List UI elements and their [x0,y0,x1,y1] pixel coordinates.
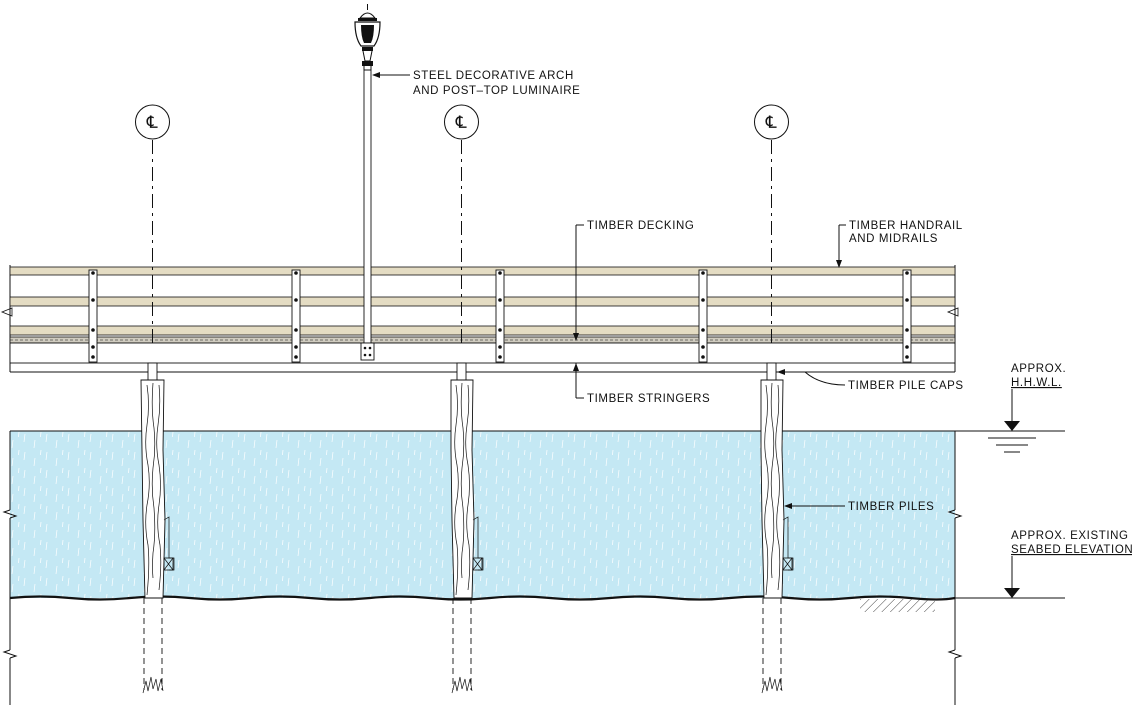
pile-cap [456,362,467,381]
centerline-symbol: ℄ [765,113,778,132]
callout-decking: TIMBER DECKING [573,220,694,341]
stringers [9,342,956,364]
seabed-label-line2: SEABED ELEVATION [1011,544,1132,556]
level-triangle-icon [1004,588,1020,598]
handrail-label-line1: TIMBER HANDRAIL [849,220,963,232]
seabed-line [9,595,956,601]
seabed-hatch [860,599,935,612]
centerline-bubble [135,104,170,140]
callout-handrail: TIMBER HANDRAIL AND MIDRAILS [836,220,963,268]
piles-label: TIMBER PILES [848,501,934,513]
deck-structure [9,266,956,373]
bent-2: ℄ [444,104,484,694]
callout-piles: TIMBER PILES [784,501,934,513]
midrail [9,296,956,307]
timber-pile [450,379,475,599]
callout-stringers: TIMBER STRINGERS [573,363,710,405]
rail-post [88,269,98,363]
bent-1: ℄ [135,104,175,694]
timber-pile [140,379,166,599]
seabed-marker: APPROX. EXISTING SEABED ELEVATION [955,530,1132,599]
lamp-post [354,4,381,361]
timber-pile [760,379,785,599]
callout-pile-caps: TIMBER PILE CAPS [777,369,964,392]
bottom-rail [9,325,956,336]
centerline-symbol: ℄ [146,113,159,132]
luminaire-label-line2: AND POST–TOP LUMINAIRE [413,85,580,97]
level-triangle-icon [1004,421,1020,431]
pile-caps-label: TIMBER PILE CAPS [848,380,964,392]
centerline-bubble [444,104,479,140]
rail-posts [88,269,912,363]
bent-3: ℄ [754,104,794,694]
luminaire-label-line1: STEEL DECORATIVE ARCH [413,70,574,82]
centerline-bubble [754,104,789,140]
hhwl-label-line1: APPROX. [1011,363,1066,375]
seabed-label-line1: APPROX. EXISTING [1011,530,1129,542]
hhwl-label-line2: H.H.W.L. [1011,377,1062,389]
decking-label: TIMBER DECKING [587,220,694,232]
callout-luminaire: STEEL DECORATIVE ARCH AND POST–TOP LUMIN… [372,70,580,97]
pile-cap [766,362,777,381]
pile-cap [147,362,158,381]
handrail-top [9,266,956,276]
rail-post [902,269,912,363]
rail-post [495,269,505,363]
hhwl-marker: APPROX. H.H.W.L. [955,363,1066,453]
stringers-label: TIMBER STRINGERS [587,393,710,405]
handrail-label-line2: AND MIDRAILS [849,233,938,245]
centerline-symbol: ℄ [455,113,468,132]
luminaire-icon [354,4,381,71]
rail-post [698,269,708,363]
rail-post [291,269,301,363]
